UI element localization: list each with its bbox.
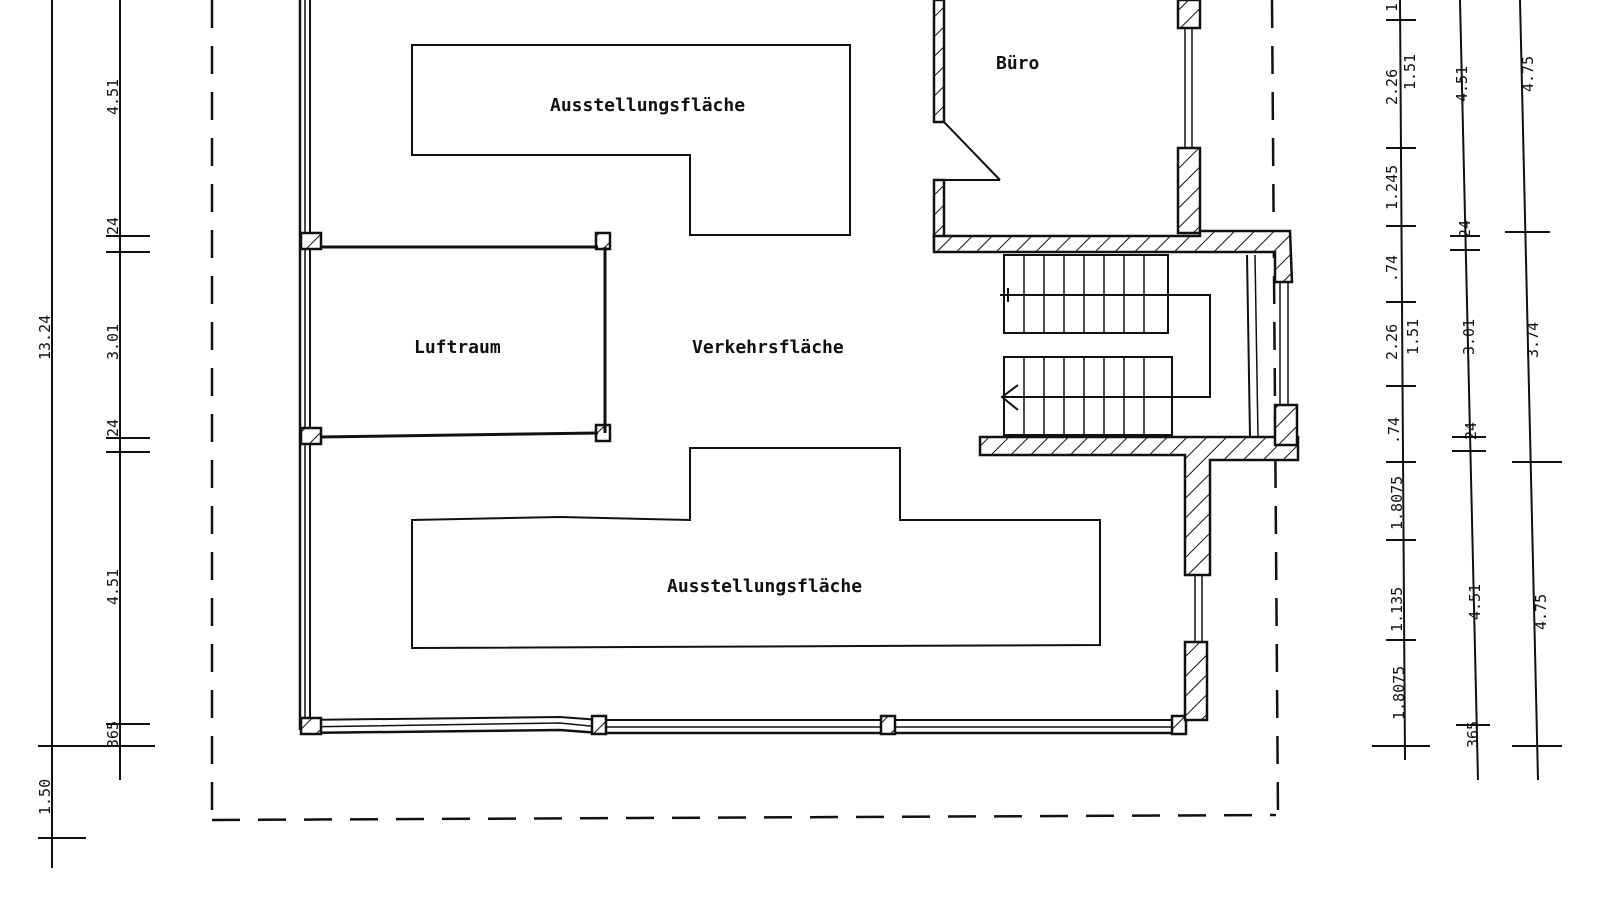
dim-right-outer-a: 4.51: [1453, 66, 1471, 102]
dim-right-inner-a: 1: [1383, 3, 1401, 12]
dim-right-inner-d: .74: [1383, 255, 1401, 282]
room-label-void: Luftraum: [414, 337, 501, 358]
stair-direction-arrow: [1000, 288, 1211, 411]
dim-right-inner-c: 1.245: [1383, 165, 1401, 210]
dim-left-wall-a: 24: [104, 217, 122, 235]
dim-right-outer-c: 3.01: [1460, 319, 1478, 355]
left-window-wall: [298, 0, 311, 730]
dim-left-wall-b: 24: [104, 419, 122, 437]
room-label-office: Büro: [996, 53, 1039, 74]
dim-right-far-b: 3.74: [1524, 322, 1542, 358]
dim-left-total: 13.24: [36, 315, 54, 360]
dim-left-wall-c: 365: [104, 721, 122, 748]
office-walls: [932, 0, 1202, 250]
dimension-chain-left: [38, 0, 155, 868]
dim-right-outer-d: 24: [1462, 422, 1480, 440]
exhibition-platform-bottom: [411, 447, 1101, 650]
dim-right-far-c: 4.75: [1532, 594, 1550, 630]
dim-right-inner-g: 1.8075: [1388, 476, 1406, 530]
dim-right-inner-i: 1.8075: [1390, 666, 1408, 720]
dim-right-outer-f: 365: [1464, 721, 1482, 748]
columns: [299, 231, 1188, 736]
stair-core: [932, 229, 1300, 722]
dim-left-seg-a: 4.51: [104, 79, 122, 115]
dim-right-inner-h: 1.135: [1388, 587, 1406, 632]
dim-left-seg-c: 4.51: [104, 569, 122, 605]
dim-right-inner-e: 2.26: [1383, 324, 1401, 360]
property-boundary: [210, 0, 1280, 822]
room-label-exhibition-top: Ausstellungsfläche: [550, 95, 745, 116]
exhibition-platform-top: [411, 44, 851, 236]
dim-right-inner-b: 2.26: [1383, 69, 1401, 105]
dimension-chain-right: [1372, 0, 1562, 781]
bottom-window-wall: [299, 715, 1180, 735]
dim-right-mid-b: 1.51: [1404, 319, 1422, 355]
dim-right-inner-f: .74: [1385, 417, 1403, 444]
dim-right-outer-b: 24: [1456, 220, 1474, 238]
dim-right-mid-a: 1.51: [1401, 54, 1419, 90]
room-label-exhibition-bottom: Ausstellungsfläche: [667, 576, 862, 597]
room-label-circulation: Verkehrsfläche: [692, 337, 844, 358]
dim-right-far-a: 4.75: [1519, 56, 1537, 92]
dim-right-outer-e: 4.51: [1466, 584, 1484, 620]
void-outline: [319, 245, 607, 439]
dim-left-seg-b: 3.01: [104, 324, 122, 360]
dim-left-bottom-offset: 1.50: [36, 779, 54, 815]
